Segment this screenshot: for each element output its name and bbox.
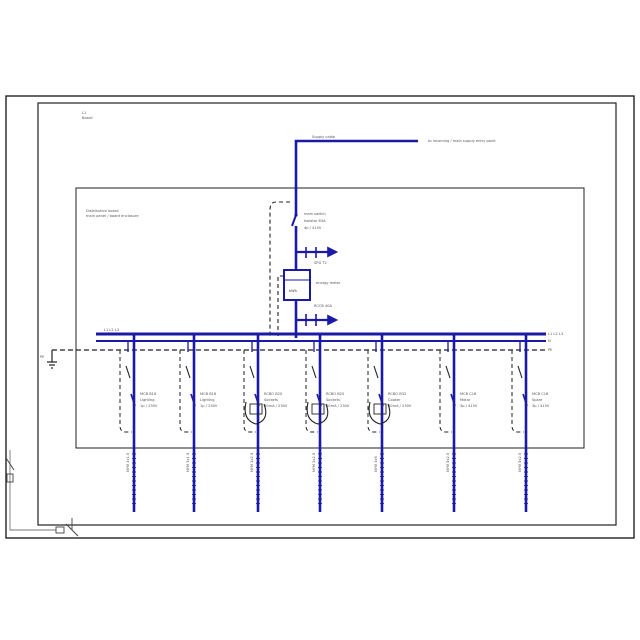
circuit-5-cable-label: NYM 3x6 bbox=[374, 455, 378, 472]
circuit-5-contact-upper bbox=[373, 365, 379, 379]
circuit-5-pe-line bbox=[367, 350, 380, 433]
circuit-3-contact-upper bbox=[249, 365, 255, 379]
circuit-4-cable-label: NYM 3x2.5 bbox=[312, 453, 316, 472]
spd-upper bbox=[296, 246, 339, 258]
circuit-1-label-2: Lighting bbox=[140, 398, 155, 402]
meter-label: kWh bbox=[289, 289, 297, 293]
circuit-2-cable-label: NYM 3x1.5 bbox=[186, 453, 190, 472]
earth-symbol bbox=[47, 350, 57, 369]
circuit-1-pe-line bbox=[119, 350, 132, 433]
pe-dashed-meter bbox=[277, 275, 284, 336]
circuit-3-rcd-loop bbox=[244, 401, 267, 425]
bus-right-label-2: N bbox=[548, 339, 551, 343]
circuit-5-label-2: Cooker bbox=[388, 398, 401, 402]
circuit-6-pe-line bbox=[439, 350, 452, 433]
pe-dashed-main bbox=[269, 201, 290, 336]
circuit-1-label-1: MCB B16 bbox=[140, 392, 157, 396]
main-switch-line-2: Isolator 63A bbox=[304, 219, 326, 223]
incoming-cable bbox=[294, 139, 418, 215]
circuit-4-rcd-loop bbox=[306, 401, 329, 425]
circuit-4-rcd-box bbox=[311, 403, 325, 415]
enclosure-line-1: Distribution board bbox=[86, 209, 119, 213]
earth-label: PE bbox=[40, 355, 45, 359]
circuit-1-label-3: 1p / 230V bbox=[140, 404, 158, 408]
circuit-5-label-1: RCBO B32 bbox=[388, 392, 406, 396]
circuit-3-rcd-box bbox=[249, 403, 263, 415]
circuit-4-pe-line bbox=[305, 350, 318, 433]
circuit-4-label-1: RCBO B20 bbox=[326, 392, 345, 396]
circuit-1-contact-lower bbox=[130, 393, 136, 407]
circuit-7-contact-lower bbox=[522, 393, 528, 407]
enclosure-box bbox=[75, 187, 585, 449]
main-switch-line-1: main switch bbox=[304, 212, 326, 216]
circuit-6-label-2: Motor bbox=[460, 398, 471, 402]
inner-frame bbox=[37, 102, 617, 526]
external-earth-connection bbox=[5, 450, 79, 537]
circuit-2-label-2: Lighting bbox=[200, 398, 215, 402]
circuit-7-label-3: 3p / 415V bbox=[532, 404, 550, 408]
circuit-6-label-1: MCB C16 bbox=[460, 392, 477, 396]
circuit-6-contact-lower bbox=[450, 393, 456, 407]
circuit-2-label-3: 1p / 230V bbox=[200, 404, 218, 408]
enclosure-line-2: main panel / board enclosure bbox=[86, 214, 139, 218]
bus-left-label: L1 L2 L3 bbox=[104, 328, 119, 332]
spd-label: SPD T2 bbox=[314, 261, 327, 265]
circuit-7-contact-upper bbox=[517, 365, 523, 379]
outer-frame bbox=[5, 95, 635, 539]
circuit-6-cable-label: NYM 5x2.5 bbox=[446, 453, 450, 472]
main-switch bbox=[291, 213, 298, 270]
circuit-2-contact-lower bbox=[190, 393, 196, 407]
spd-lower bbox=[296, 314, 339, 326]
bus-right-label-3: PE bbox=[548, 348, 553, 352]
header-line-2: Board bbox=[82, 116, 93, 120]
energy-meter bbox=[283, 269, 311, 301]
circuit-3-label-1: RCBO B20 bbox=[264, 392, 283, 396]
meter-note: energy meter bbox=[316, 281, 341, 285]
circuit-1-contact-upper bbox=[125, 365, 131, 379]
circuit-1-cable-label: NYM 3x1.5 bbox=[126, 453, 130, 472]
circuit-3-label-2: Sockets bbox=[264, 398, 278, 402]
circuit-6-label-3: 3p / 415V bbox=[460, 404, 478, 408]
circuit-2-label-1: MCB B16 bbox=[200, 392, 217, 396]
main-switch-line-3: 4p / 415V bbox=[304, 226, 322, 230]
circuit-4-label-2: Sockets bbox=[326, 398, 340, 402]
circuit-3-label-3: 30mA / 230V bbox=[264, 404, 288, 408]
circuit-7-label-2: Spare bbox=[532, 398, 543, 402]
circuit-2-pe-line bbox=[179, 350, 192, 433]
circuit-5-rcd-loop bbox=[368, 401, 391, 425]
incoming-label: Supply cable bbox=[312, 135, 336, 139]
circuit-4-contact-upper bbox=[311, 365, 317, 379]
circuit-3-pe-line bbox=[243, 350, 256, 433]
rcd-tag-label: RCCB 40A bbox=[314, 304, 333, 308]
circuit-4-label-3: 30mA / 230V bbox=[326, 404, 350, 408]
circuit-7-label-1: MCB C16 bbox=[532, 392, 549, 396]
circuit-7-pe-line bbox=[511, 350, 524, 433]
circuit-3-cable-label: NYM 3x2.5 bbox=[250, 453, 254, 472]
circuit-5-rcd-box bbox=[373, 403, 387, 415]
circuit-2-contact-upper bbox=[185, 365, 191, 379]
circuit-7-cable-label: NYM 5x2.5 bbox=[518, 453, 522, 472]
circuit-5-label-3: 30mA / 230V bbox=[388, 404, 412, 408]
header-line-1: L1 bbox=[82, 111, 86, 115]
circuit-6-contact-upper bbox=[445, 365, 451, 379]
bus-right-label-1: L1 L2 L3 bbox=[548, 332, 563, 336]
incoming-note: to incoming / main supply entry point bbox=[428, 139, 496, 143]
